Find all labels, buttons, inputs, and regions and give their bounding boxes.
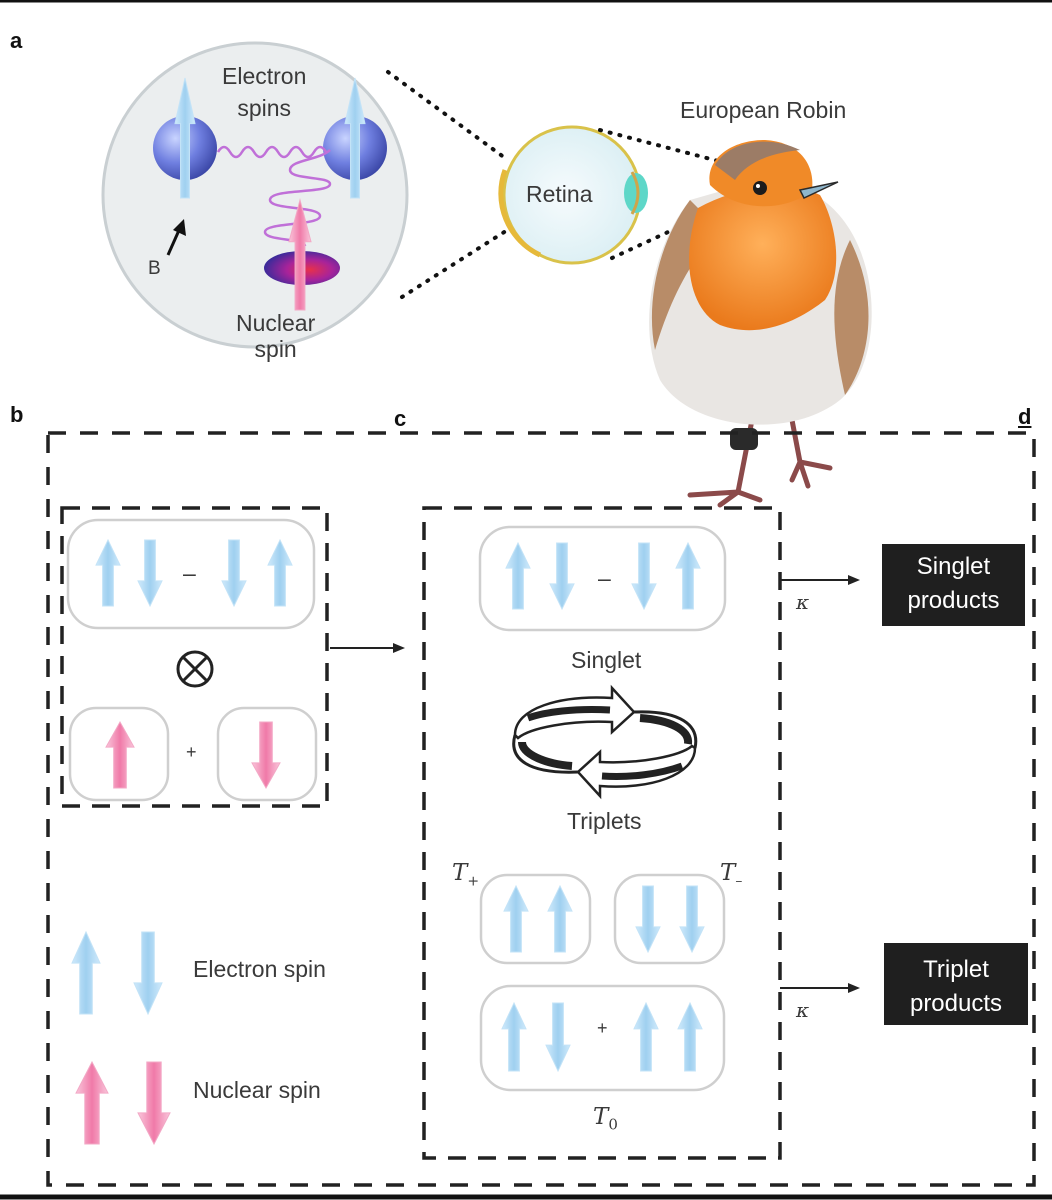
c-t-zero-capsule [479,984,726,1092]
panel-c-dashed-box [422,506,782,1160]
electron-spin-down-arrow [137,539,163,608]
electron-spin-arrow-left [174,77,196,199]
c-minus-sign: – [598,565,611,591]
electron-spin-up-arrow [505,541,531,610]
panel-label-a: a [10,28,23,53]
c-plus-sign: + [597,1018,608,1038]
t-zero-subscript: 0 [608,1115,618,1134]
singlet-triplet-cycle-arrows [512,684,698,800]
outer-dashed-frame [46,431,1036,1187]
t-minus-label: T– [720,860,742,890]
electron-spin-down-arrow [545,1002,571,1073]
panel-label-c: c [394,406,407,431]
zoom-line-upper [386,70,507,160]
t-minus-symbol: T [720,860,736,886]
nuclear-spin-arrow-circle [288,198,312,311]
electron-spin-down-arrow [221,539,247,608]
nuclear-spin-down-arrow [251,721,281,790]
electron-spin-down-arrow [549,542,575,611]
nuclear-spin-up-arrow [75,1060,109,1145]
nuclear-spin-up-arrow [105,720,135,789]
panel-label-d: d [1018,404,1032,429]
t-zero-symbol: T [593,1104,609,1130]
retina-eye [498,125,648,265]
singlet-products-box: Singlet products [882,544,1025,626]
electron-coupling-wave [216,145,328,159]
singlet-label: Singlet [571,647,642,673]
electron-spin-up-arrow [267,538,293,607]
t-minus-subscript: – [735,873,743,890]
hyperfine-coupling-wave [263,149,332,247]
retina-label: Retina [526,181,593,207]
electron-spin-down-arrow [679,885,705,954]
electron-spin-down-arrow [133,931,163,1016]
t-plus-subscript: + [467,873,480,890]
t-zero-label: T0 [593,1104,618,1134]
electron-spin-up-arrow [71,930,101,1015]
b-plus-sign: + [186,742,197,762]
c-t-plus-capsule [479,873,592,965]
electron-spin-up-arrow [95,538,121,607]
electron-spin-down-arrow [635,885,661,954]
b-electron-state-capsule [66,518,316,630]
electron-spin-down-arrow [631,542,657,611]
triplet-products-box: Triplet products [884,943,1028,1025]
tensor-product-symbol [176,650,214,688]
panel-b-dashed-box [60,506,329,808]
b-field-arrow [166,227,182,256]
european-robin-label: European Robin [680,97,847,123]
legend-nuclear-spin: Nuclear spin [193,1077,321,1103]
european-robin [649,140,872,508]
electron-spin-up-arrow [675,541,701,610]
panel-label-b: b [10,402,24,427]
t-plus-symbol: T [452,860,468,886]
t-plus-label: T+ [452,860,479,890]
electron-spin-up-arrow [677,1001,703,1072]
c-t-minus-capsule [613,873,726,965]
b-field-label: B [148,258,161,279]
nuclear-spin-label: Nuclear spin [236,310,316,362]
kappa-singlet: κ [796,590,810,614]
zoom-line-eye-upper [598,128,724,164]
electron-spins-label: Electron spins [222,63,307,121]
spin-arrows [71,77,705,1146]
triplets-label: Triplets [567,808,642,834]
electron-spin-up-arrow [547,884,573,953]
kappa-triplet: κ [796,998,810,1022]
zoom-line-lower [400,220,522,299]
nuclear-spin-down-arrow [137,1061,171,1146]
electron-spin-up-arrow [503,884,529,953]
electron-spin-up-arrow [501,1001,527,1072]
legend-electron-spin: Electron spin [193,956,326,982]
electron-spin-up-arrow [633,1001,659,1072]
b-minus-sign: – [183,560,196,586]
c-singlet-capsule [478,525,727,632]
electron-spin-arrow-right [344,77,366,199]
